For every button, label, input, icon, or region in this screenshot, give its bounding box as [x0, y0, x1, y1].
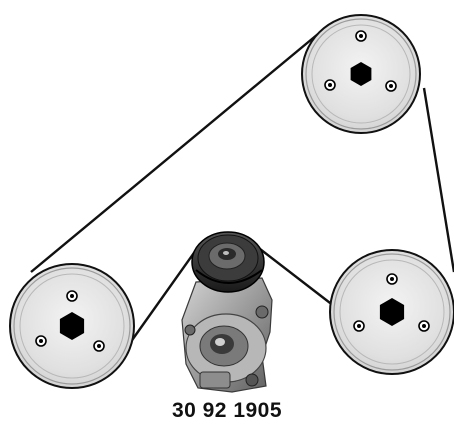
tensioner-pulley [191, 231, 265, 293]
hexagon-hub-icon [59, 312, 85, 340]
bolt-icon [385, 80, 397, 92]
bolt-icon [93, 340, 105, 352]
belt-segment-right-tensioner [259, 248, 335, 307]
pulley-left [9, 263, 135, 389]
bolt-icon [355, 30, 367, 42]
bolt-icon [386, 273, 398, 285]
belt-tensioner [181, 231, 273, 393]
drive-belt [30, 33, 454, 344]
belt-segment-tensioner-left [129, 249, 197, 344]
bolt-icon [353, 320, 365, 332]
belt-segment-top-right [422, 87, 454, 273]
hexagon-hub-icon [350, 62, 372, 86]
bolt-icon [324, 79, 336, 91]
pulley-top [301, 14, 421, 134]
part-number-label: 30 92 1905 [171, 399, 283, 422]
hexagon-hub-icon [379, 298, 405, 326]
bolt-icon [35, 335, 47, 347]
bolt-icon [66, 290, 78, 302]
belt-segment-left-top [30, 33, 319, 273]
bolt-icon [418, 320, 430, 332]
pulley-right [329, 249, 454, 375]
